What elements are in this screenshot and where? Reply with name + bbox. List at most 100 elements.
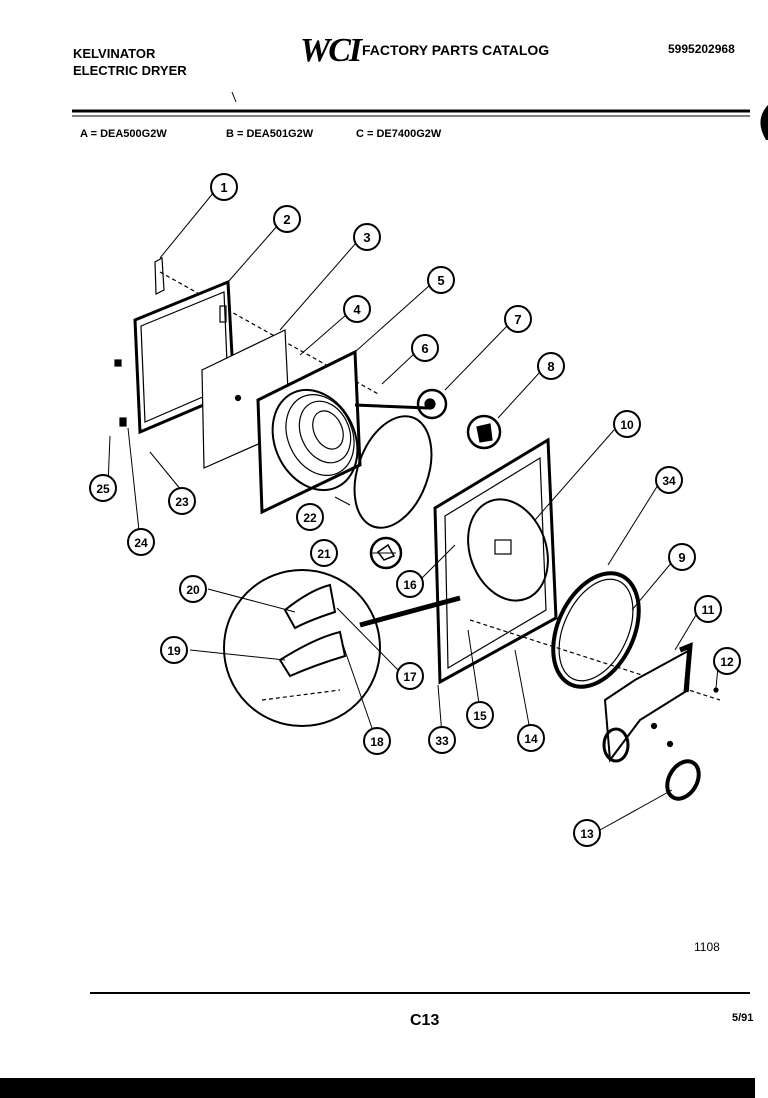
callout-label: 22 — [303, 511, 317, 525]
callout-circle-6 — [411, 334, 439, 362]
scan-edge-bottom — [0, 1078, 768, 1098]
callout-circle-22 — [296, 503, 324, 531]
callout-label: 1 — [220, 180, 227, 195]
model-a: A = DEA500G2W — [80, 128, 167, 140]
callout-label: 8 — [547, 359, 554, 374]
callout-bubbles: 1 2 3 4 5 6 7 8 9 10 11 12 13 14 15 16 1… — [89, 173, 741, 847]
drum-seal-inner — [558, 578, 634, 682]
scan-margin-right — [755, 0, 768, 1098]
callout-circle-24 — [127, 528, 155, 556]
callout-circle-33 — [428, 726, 456, 754]
detail-glide-20 — [283, 583, 337, 630]
bulkhead-bracket — [494, 539, 512, 555]
panel-lower-tab — [119, 417, 127, 427]
callout-circle-10 — [613, 410, 641, 438]
part-rear-bulkhead — [433, 437, 558, 685]
scan-mark — [760, 105, 768, 140]
part-drum-seal — [551, 571, 641, 689]
callout-circle-9 — [668, 543, 696, 571]
heater-coil — [285, 394, 355, 476]
callout-circle-7 — [504, 305, 532, 333]
callout-circle-3 — [353, 223, 381, 251]
callout-label: 24 — [134, 536, 148, 550]
housing-screw-2 — [666, 740, 674, 748]
callout-label: 33 — [435, 734, 449, 748]
heater-lead — [354, 403, 429, 410]
bulkhead-opening — [467, 498, 549, 602]
footer-date: 5/91 — [732, 1012, 754, 1024]
callout-circle-4 — [343, 295, 371, 323]
model-c: C = DE7400G2W — [356, 128, 442, 140]
callout-circle-12 — [713, 647, 741, 675]
callout-circle-11 — [694, 595, 722, 623]
callout-circle-15 — [466, 701, 494, 729]
callout-label: 13 — [580, 827, 594, 841]
callout-label: 16 — [403, 578, 417, 592]
thermostat-body — [424, 398, 436, 410]
callout-label: 7 — [514, 312, 521, 327]
heater-coil-outer — [271, 388, 359, 492]
callout-circle-21 — [310, 539, 338, 567]
callout-label: 25 — [96, 482, 110, 496]
callout-label: 21 — [317, 547, 331, 561]
callout-circle-5 — [427, 266, 455, 294]
callout-label: 12 — [720, 655, 734, 669]
model-b: B = DEA501G2W — [226, 128, 314, 140]
panel-hinge-tab — [114, 359, 122, 367]
housing-hub — [602, 727, 630, 763]
heater-coil-center — [312, 410, 344, 450]
callout-label: 23 — [175, 495, 189, 509]
part-screw-12 — [713, 687, 719, 693]
catalog-number: 5995202968 — [668, 42, 735, 56]
callout-circle-20 — [179, 575, 207, 603]
part-bearing — [665, 759, 701, 801]
part-door-switch — [369, 536, 403, 570]
callout-label: 20 — [186, 583, 200, 597]
sheet-fastener — [234, 394, 242, 402]
callout-leaders — [107, 191, 719, 831]
callout-label: 17 — [403, 670, 417, 684]
detail-leader — [359, 595, 461, 628]
bulkhead-inner-edge — [444, 456, 547, 670]
fuse-body — [476, 423, 493, 443]
catalog-title: FACTORY PARTS CATALOG — [362, 42, 550, 58]
part-heater-housing — [256, 349, 362, 515]
housing-screw — [650, 722, 658, 730]
callout-label: 3 — [363, 230, 370, 245]
callout-label: 6 — [421, 341, 428, 356]
part-hinge-clip — [154, 257, 165, 295]
callout-label: 5 — [437, 273, 444, 288]
part-thermostat — [416, 388, 448, 420]
detail-circle — [223, 569, 381, 727]
page-code: C13 — [410, 1012, 440, 1029]
panel-latch — [219, 305, 227, 323]
callout-circle-2 — [273, 205, 301, 233]
callout-circle-14 — [517, 724, 545, 752]
brand-line-1: KELVINATOR — [73, 46, 156, 61]
callout-label: 4 — [353, 302, 361, 317]
detail-dashed — [261, 689, 341, 701]
part-thermal-fuse — [466, 414, 502, 450]
logo-wci: WCI — [300, 32, 362, 69]
callout-label: 9 — [678, 550, 685, 565]
callout-label: 14 — [524, 732, 538, 746]
callout-label: 11 — [702, 603, 715, 617]
brand-line-2: ELECTRIC DRYER — [73, 63, 187, 78]
callout-label: 18 — [370, 735, 384, 749]
callout-circle-16 — [396, 570, 424, 598]
heater-coil-inner — [298, 400, 352, 464]
part-seal-ring — [353, 415, 433, 529]
callout-label: 10 — [620, 418, 634, 432]
callout-circle-19 — [160, 636, 188, 664]
callout-label: 19 — [167, 644, 181, 658]
drawing-number: 1108 — [694, 940, 720, 954]
callout-circle-25 — [89, 474, 117, 502]
callout-circle-23 — [168, 487, 196, 515]
housing-flange — [679, 642, 693, 693]
callout-circle-1 — [210, 173, 238, 201]
callout-circle-13 — [573, 819, 601, 847]
callout-circle-34 — [655, 466, 683, 494]
callout-circle-18 — [363, 727, 391, 755]
callout-circle-17 — [396, 662, 424, 690]
